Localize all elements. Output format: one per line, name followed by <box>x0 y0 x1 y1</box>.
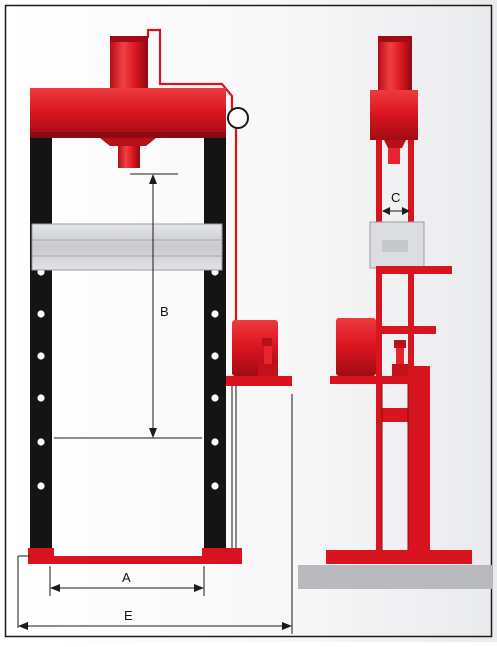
left-post <box>30 138 52 562</box>
dimension-e <box>18 394 293 634</box>
side-rear-upright <box>408 140 414 552</box>
side-base <box>326 550 472 564</box>
base-bar <box>50 556 208 564</box>
side-upper-arm <box>376 266 452 274</box>
dimension-c <box>382 207 410 215</box>
side-cylinder <box>378 36 412 92</box>
post-holes <box>37 268 219 490</box>
label-a: A <box>122 570 131 585</box>
dimension-b <box>54 173 202 439</box>
side-view: C <box>298 36 492 589</box>
pump-platform <box>226 376 292 386</box>
label-c: C <box>391 190 400 205</box>
bolster-plate <box>31 223 223 271</box>
side-head <box>370 90 418 140</box>
dimension-a <box>49 566 205 596</box>
side-pump-reservoir <box>336 318 376 376</box>
right-post <box>204 138 226 562</box>
side-front-upright <box>376 140 382 552</box>
side-pump-platform <box>330 376 412 384</box>
ram-collar <box>100 138 156 146</box>
frame-border <box>4 4 493 638</box>
top-beam <box>30 88 226 138</box>
main-cylinder <box>110 36 148 90</box>
label-b: B <box>160 304 169 319</box>
front-view: B A E <box>17 28 293 634</box>
ram-piston <box>118 146 140 168</box>
floor <box>298 565 492 589</box>
side-middle-arm <box>376 326 436 334</box>
pressure-gauge <box>227 107 249 129</box>
side-cross-brace <box>376 408 414 422</box>
side-rear-brace <box>414 366 430 552</box>
label-e: E <box>124 608 133 623</box>
